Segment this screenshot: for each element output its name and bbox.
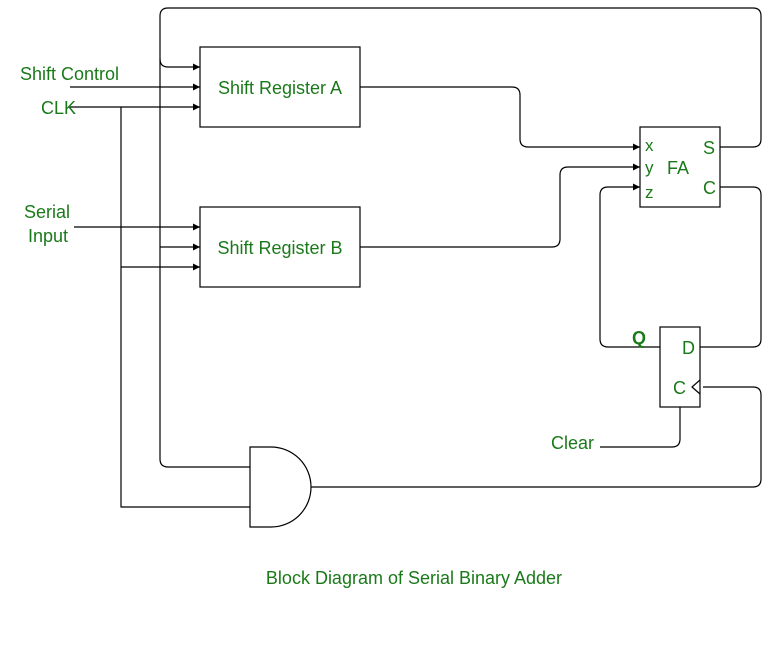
clear-wire (600, 407, 681, 448)
full-adder-box (639, 126, 721, 208)
flip-flop-q-label: Q (632, 328, 646, 348)
arrowhead-register-b-shift (193, 243, 200, 251)
diagram-caption: Block Diagram of Serial Binary Adder (266, 568, 562, 588)
arrowhead-fa-z (633, 183, 640, 191)
clk-label: CLK (41, 98, 76, 118)
d-flip-flop-box (659, 326, 701, 408)
and-output-to-clock-wire (311, 386, 762, 488)
fa-input-z-label: z (645, 183, 654, 202)
flip-flop-clock-label: C (673, 378, 686, 398)
arrowhead-fa-x (633, 143, 640, 151)
fa-output-c-label: C (703, 178, 716, 198)
fa-output-s-label: S (703, 138, 715, 158)
arrowhead-register-b-serial (193, 223, 200, 231)
clock-triangle-icon (691, 379, 701, 395)
arrowhead-register-a-top (193, 63, 200, 71)
shift-control-label: Shift Control (20, 64, 119, 84)
fa-name-label: FA (667, 158, 689, 178)
fa-input-x-label: x (645, 136, 654, 155)
shift-register-a-box (199, 46, 361, 128)
clk-trunk-wire (120, 107, 250, 508)
shift-register-b-label: Shift Register B (217, 238, 342, 258)
fa-carry-to-d-wire (700, 186, 762, 348)
fa-input-y-label: y (645, 158, 654, 177)
serial-label: Serial (24, 202, 70, 222)
arrowhead-register-a-clk (193, 103, 200, 111)
register-a-to-fa-x-wire (360, 86, 640, 148)
clear-label: Clear (551, 433, 594, 453)
shift-control-trunk-wire (159, 7, 762, 148)
arrowhead-fa-y (633, 163, 640, 171)
shift-register-b-box (199, 206, 361, 288)
arrowhead-register-b-clk (193, 263, 200, 271)
register-b-to-fa-y-wire (360, 166, 640, 248)
q-to-fa-z-wire (599, 186, 660, 348)
shift-register-a-label: Shift Register A (218, 78, 342, 98)
and-gate-icon (249, 446, 312, 528)
input-label: Input (28, 226, 68, 246)
flip-flop-d-label: D (682, 338, 695, 358)
arrowhead-register-a-shift (193, 83, 200, 91)
shift-control-down-wire (159, 59, 250, 468)
